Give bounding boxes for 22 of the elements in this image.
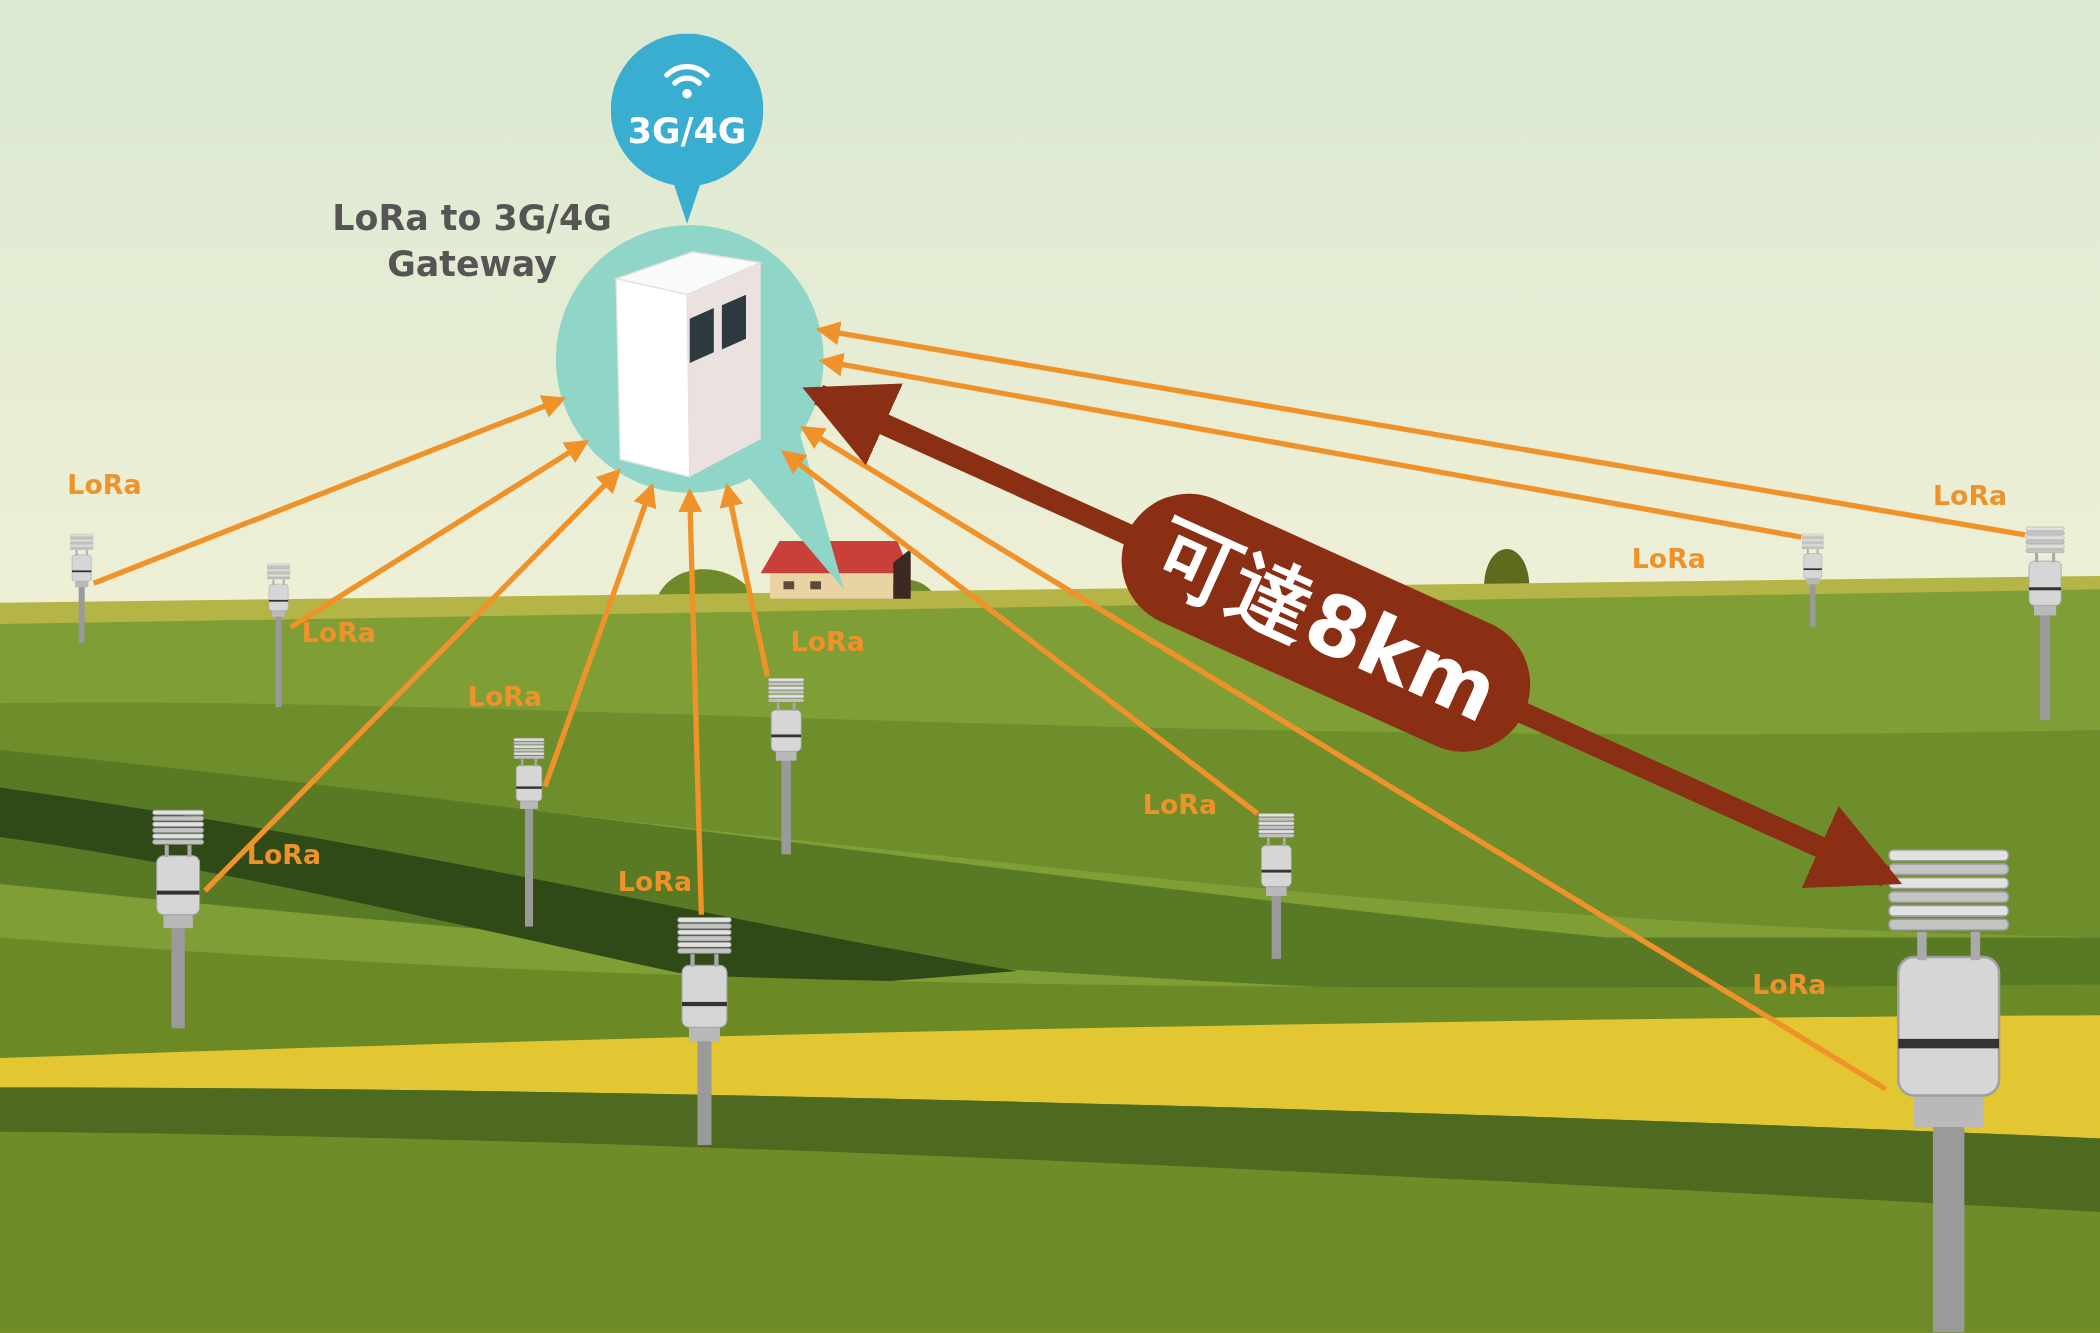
- edge-label: LoRa: [467, 680, 542, 713]
- arrow: [542, 482, 657, 788]
- arrow: [289, 440, 590, 630]
- arrow: [815, 321, 2026, 538]
- edge-label: LoRa: [301, 616, 376, 649]
- arrow: [800, 426, 1888, 1092]
- edge-label: LoRa: [1631, 542, 1706, 575]
- arrow: [781, 450, 1260, 816]
- edge-label: LoRa: [246, 838, 321, 871]
- edge-label: LoRa: [1142, 788, 1217, 821]
- network-label: 3G/4G: [626, 111, 748, 152]
- gateway-title: LoRa to 3G/4G Gateway: [331, 197, 613, 286]
- arrow: [818, 352, 1802, 540]
- arrow: [678, 488, 704, 915]
- edge-label: LoRa: [617, 865, 692, 898]
- edge-label: LoRa: [790, 625, 865, 658]
- edge-label: LoRa: [1933, 479, 2008, 512]
- arrow: [92, 395, 567, 586]
- edge-label: LoRa: [1752, 968, 1827, 1001]
- arrow: [719, 482, 771, 678]
- edge-label: LoRa: [67, 468, 142, 501]
- arrow: [203, 468, 622, 893]
